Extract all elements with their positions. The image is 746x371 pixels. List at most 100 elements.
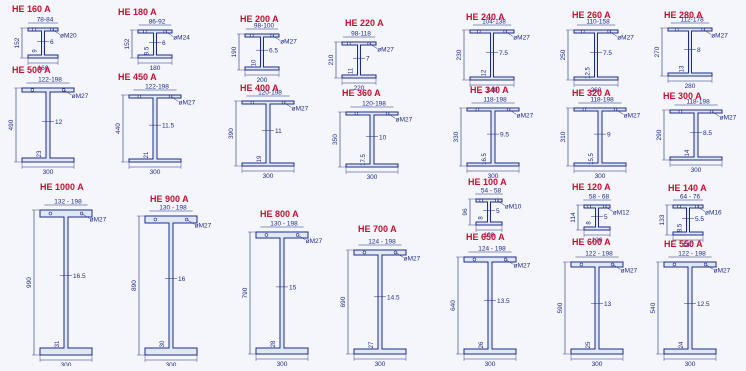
flange-width-label: 58 - 68 xyxy=(589,194,610,201)
web-thickness-label: 11 xyxy=(275,128,282,135)
beam-section-shape xyxy=(669,109,723,161)
bolt-label: øM27 xyxy=(621,268,638,275)
web-thickness-label: 15 xyxy=(289,284,297,291)
web-thickness-label: 16.5 xyxy=(73,273,86,280)
width-label: 160 xyxy=(38,65,49,72)
profile-title: HE 280 A xyxy=(664,10,703,20)
bolt-label: øM27 xyxy=(617,35,634,42)
profile-title: HE 1000 A xyxy=(40,182,84,192)
bolt-hole xyxy=(354,111,359,116)
width-label: 300 xyxy=(375,361,386,366)
flange-width-label: 130 - 198 xyxy=(270,221,298,228)
bolt-hole xyxy=(362,250,367,255)
bolt-hole xyxy=(137,94,142,99)
bolt-label: øM27 xyxy=(714,268,731,275)
flange-width-label: 132 - 198 xyxy=(54,199,82,206)
flange-width-label: 86-92 xyxy=(149,19,166,26)
flange-thickness-label: 31 xyxy=(55,340,61,347)
flange-width-label: 118-198 xyxy=(590,97,614,104)
beam-section-shape xyxy=(341,41,377,79)
beam-section-shape xyxy=(466,107,520,167)
height-label: 440 xyxy=(115,123,122,134)
profile-title: HE 500 A xyxy=(12,65,51,75)
flange-thickness-label: 9 xyxy=(33,49,39,53)
width-label: 300 xyxy=(685,361,696,366)
web-thickness-label: 8.5 xyxy=(703,130,712,137)
height-label: 190 xyxy=(231,46,238,57)
flange-thickness-label: 28 xyxy=(271,340,277,347)
beam-section-shape xyxy=(255,231,309,355)
beam-section-shape xyxy=(39,209,93,356)
flange-thickness-label: 14 xyxy=(685,149,691,156)
bolt-leader-line xyxy=(387,113,396,119)
beam-section-shape xyxy=(345,111,399,168)
bolt-hole xyxy=(579,262,584,267)
bolt-label: øM27 xyxy=(711,33,728,40)
web-thickness-label: 5 xyxy=(604,214,608,221)
bolt-hole xyxy=(607,29,611,34)
bolt-label: øM27 xyxy=(720,115,737,122)
bolt-leader-line xyxy=(395,252,404,258)
width-label: 300 xyxy=(150,169,161,176)
profile-title: HE 240 A xyxy=(466,12,505,22)
web-thickness-label: 6 xyxy=(162,40,166,47)
height-label: 270 xyxy=(654,46,661,57)
flange-thickness-label: 15.5 xyxy=(589,153,595,165)
bolt-hole xyxy=(477,29,481,34)
beam-section-shape xyxy=(21,87,75,163)
flange-width-label: 122 - 198 xyxy=(585,251,613,258)
profile-title: HE 100 A xyxy=(468,177,507,187)
beam-section-shape xyxy=(353,249,407,355)
bolt-label: øM27 xyxy=(377,47,394,54)
height-label: 290 xyxy=(656,129,663,140)
height-label: 230 xyxy=(456,49,463,60)
bolt-leader-line xyxy=(508,109,517,115)
web-thickness-label: 6.5 xyxy=(269,48,278,55)
height-label: 250 xyxy=(560,49,567,60)
width-label: 220 xyxy=(354,85,365,92)
profile-title: HE 320 A xyxy=(572,88,611,98)
bolt-hole xyxy=(603,204,607,209)
height-label: 990 xyxy=(26,277,33,288)
width-label: 300 xyxy=(488,173,499,180)
flange-thickness-label: 17.5 xyxy=(361,154,367,166)
bolt-leader-line xyxy=(505,31,514,37)
flange-thickness-label: 12.5 xyxy=(586,67,592,79)
flange-width-label: 130 - 198 xyxy=(159,205,187,212)
bolt-label: øM27 xyxy=(90,217,107,224)
bolt-label: øM27 xyxy=(514,263,531,270)
web-thickness-label: 7.5 xyxy=(499,50,508,57)
web-thickness-label: 10 xyxy=(379,134,387,141)
flange-width-label: 120-198 xyxy=(258,90,282,97)
flange-width-label: 78-84 xyxy=(37,17,54,24)
flange-width-label: 98-118 xyxy=(351,31,371,38)
height-label: 640 xyxy=(450,300,457,311)
profile-title: HE 300 A xyxy=(663,91,702,101)
width-label: 300 xyxy=(263,173,274,180)
width-label: 300 xyxy=(485,361,496,366)
bolt-hole xyxy=(701,27,705,32)
bolt-hole xyxy=(32,27,36,32)
bolt-leader-line xyxy=(165,31,174,37)
bolt-hole xyxy=(672,262,677,267)
bolt-label: øM27 xyxy=(396,117,413,124)
bolt-hole xyxy=(479,198,483,203)
flange-thickness-label: 25 xyxy=(586,341,592,348)
web-thickness-label: 9 xyxy=(607,132,611,139)
width-label: 300 xyxy=(595,173,606,180)
flange-thickness-label: 19 xyxy=(257,155,263,162)
bolt-hole xyxy=(250,33,254,38)
beam-section-shape xyxy=(144,215,198,356)
bolt-leader-line xyxy=(369,43,378,49)
profile-title: HE 650 A xyxy=(466,232,505,242)
web-thickness-label: 12 xyxy=(55,119,63,126)
